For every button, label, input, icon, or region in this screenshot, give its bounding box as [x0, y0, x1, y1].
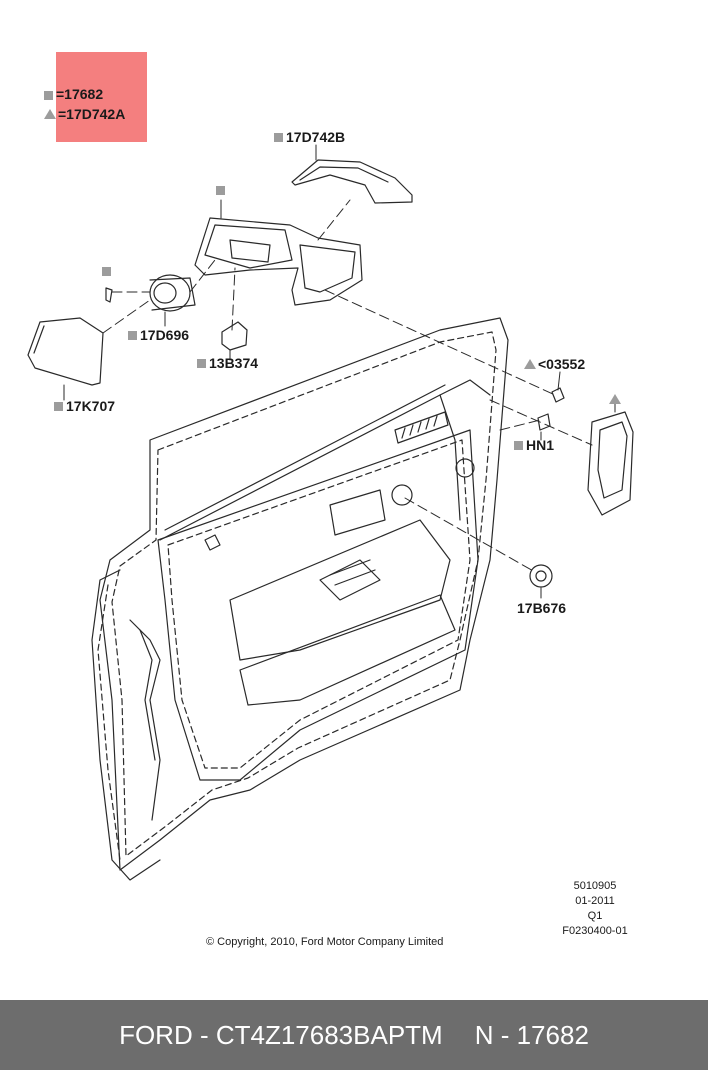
- mirror-cap: [291, 159, 413, 204]
- legend-triangle-text: =17D742A: [58, 106, 126, 122]
- footer-base-number: N - 17682: [474, 1019, 589, 1050]
- square-icon: [514, 440, 523, 450]
- callout-13b374: 13B374: [197, 355, 258, 371]
- door-handle-cover: [587, 411, 634, 516]
- callout-17b676: 17B676: [517, 600, 566, 616]
- callout-label: 13B374: [209, 355, 259, 371]
- mirror-motor: [149, 274, 196, 312]
- callout-label: 17B676: [517, 600, 567, 616]
- square-icon: [216, 186, 225, 195]
- footer-part-number: FORD - CT4Z17683BAPTM: [119, 1019, 443, 1050]
- mirror-screw: [105, 287, 113, 303]
- square-icon: [54, 401, 63, 411]
- callout-17d742b: 17D742B: [274, 129, 345, 145]
- square-icon: [128, 330, 137, 340]
- callout-handle: [609, 394, 623, 404]
- legend-row-triangle: =17D742A: [44, 106, 125, 122]
- legend-box: =17682 =17D742A: [44, 52, 147, 142]
- footer-bar: FORD - CT4Z17683BAPTM N - 17682: [0, 1000, 708, 1070]
- clip-part: [551, 387, 565, 403]
- door-trim-panel: [157, 411, 479, 781]
- copyright-text: © Copyright, 2010, Ford Motor Company Li…: [206, 936, 444, 948]
- triangle-icon: [524, 359, 536, 369]
- legend-row-square: =17682: [44, 86, 103, 102]
- callout-17d696: 17D696: [128, 327, 189, 343]
- callout-17k707: 17K707: [54, 398, 115, 414]
- meta-line: 01-2011: [575, 895, 615, 907]
- square-icon: [102, 267, 111, 276]
- mirror-bracket: [221, 321, 248, 351]
- callout-label: <03552: [538, 356, 586, 372]
- meta-line: F0230400-01: [562, 925, 628, 937]
- callout-label: HN1: [526, 437, 555, 453]
- door-frame: [91, 317, 509, 881]
- meta-line: Q1: [587, 910, 603, 922]
- callout-label: 17D742B: [286, 129, 346, 145]
- callout-mirror-body: [216, 186, 228, 195]
- square-icon: [274, 132, 283, 142]
- meta-line: 5010905: [573, 880, 617, 892]
- mirror-glass: [27, 317, 104, 386]
- callout-label: 17D696: [140, 327, 190, 343]
- triangle-icon: [609, 394, 621, 404]
- callout-screw: [102, 267, 114, 276]
- drawing-meta: 5010905 01-2011 Q1 F0230400-01: [540, 879, 650, 939]
- mirror-body: [194, 217, 363, 306]
- callout-03552: <03552: [524, 356, 585, 372]
- door-plug: [529, 564, 553, 588]
- square-icon: [44, 90, 53, 100]
- square-icon: [197, 358, 206, 368]
- legend-square-text: =17682: [56, 86, 104, 102]
- callout-label: 17K707: [66, 398, 116, 414]
- callout-hn1: HN1: [514, 437, 554, 453]
- triangle-icon: [44, 109, 56, 120]
- exploded-door-diagram: [27, 144, 634, 881]
